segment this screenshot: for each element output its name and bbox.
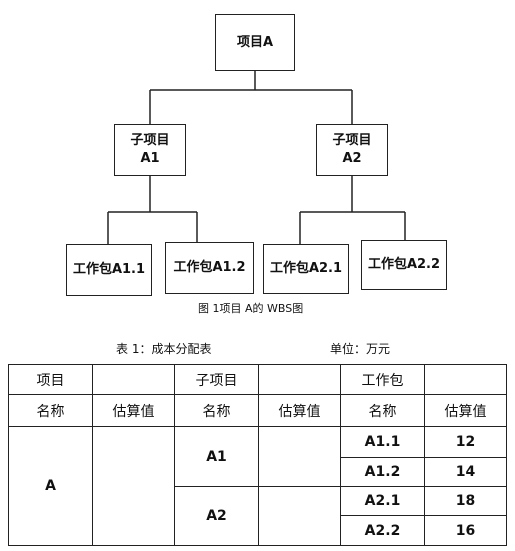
subproject-a2-line2: A2: [342, 151, 362, 166]
project-estimate-cell: [92, 426, 175, 546]
header-cell-name-3: 名称: [340, 394, 425, 427]
table-caption: 表 1：成本分配表: [116, 342, 212, 356]
wbs-work-package-node-a1-2: 工作包A1.2: [165, 242, 254, 294]
work-package-a1-1-name-cell: A1.1: [340, 426, 425, 458]
header-cell-name-1: 名称: [8, 394, 93, 427]
wbs-root-node: 项目A: [215, 14, 295, 71]
wbs-subproject-node-a1: 子项目 A1: [114, 124, 186, 176]
subproject-a1-name-cell: A1: [174, 426, 259, 487]
wbs-work-package-node-a2-2: 工作包A2.2: [361, 240, 447, 290]
cost-allocation-table: 项目 子项目 工作包 名称 估算值 名称 估算值 名称 估算值 A A1 A1.…: [8, 364, 507, 546]
header-cell-estimate-2: 估算值: [258, 394, 341, 427]
table-unit-label: 单位：万元: [330, 342, 391, 356]
root-node-label: 项目A: [236, 34, 274, 50]
header-cell-subproject: 子项目: [174, 364, 259, 395]
subproject-a1-estimate-cell: [258, 426, 341, 487]
table-header-row-1: 项目 子项目 工作包: [8, 364, 507, 395]
header-cell-empty-2: [258, 364, 341, 395]
header-cell-estimate-1: 估算值: [92, 394, 175, 427]
work-package-a1-2-label: 工作包A1.2: [173, 260, 246, 275]
subproject-a1-line2: A1: [140, 151, 160, 166]
work-package-a1-1-label: 工作包A1.1: [72, 262, 146, 277]
work-package-a2-1-estimate-cell: 18: [424, 486, 507, 516]
wbs-subproject-node-a2: 子项目 A2: [316, 124, 388, 176]
wbs-work-package-node-a2-1: 工作包A2.1: [263, 244, 349, 294]
work-package-a2-1-name-cell: A2.1: [340, 486, 425, 516]
table-row: A2.2 16: [9, 515, 507, 546]
table-header-row-2: 名称 估算值 名称 估算值 名称 估算值: [8, 394, 507, 427]
subproject-a2-line1: 子项目: [332, 133, 372, 148]
header-cell-estimate-3: 估算值: [424, 394, 507, 427]
table-row: A1.2 14: [9, 457, 507, 487]
subproject-a2-estimate-cell: [258, 486, 341, 546]
table-row: A A1 A1.1 12: [8, 426, 507, 546]
subproject-a2-name-cell: A2: [174, 486, 259, 546]
header-cell-empty-3: [424, 364, 507, 395]
work-package-a2-2-estimate-cell: 16: [424, 515, 507, 546]
work-package-a1-2-name-cell: A1.2: [340, 457, 425, 487]
wbs-figure-caption: 图 1项目 A的 WBS图: [198, 302, 304, 315]
header-cell-name-2: 名称: [174, 394, 259, 427]
header-cell-project: 项目: [8, 364, 93, 395]
header-cell-work-package: 工作包: [340, 364, 425, 395]
work-package-a2-2-label: 工作包A2.2: [367, 257, 441, 272]
header-cell-empty-1: [92, 364, 175, 395]
work-package-a2-1-label: 工作包A2.1: [269, 261, 343, 276]
project-name-cell: A: [8, 426, 93, 546]
wbs-work-package-node-a1-1: 工作包A1.1: [66, 244, 152, 296]
work-package-a1-2-estimate-cell: 14: [424, 457, 507, 487]
table-row: A2 A2.1 18: [9, 486, 507, 546]
work-package-a1-1-estimate-cell: 12: [424, 426, 507, 458]
subproject-a1-line1: 子项目: [130, 133, 170, 148]
work-package-a2-2-name-cell: A2.2: [340, 515, 425, 546]
